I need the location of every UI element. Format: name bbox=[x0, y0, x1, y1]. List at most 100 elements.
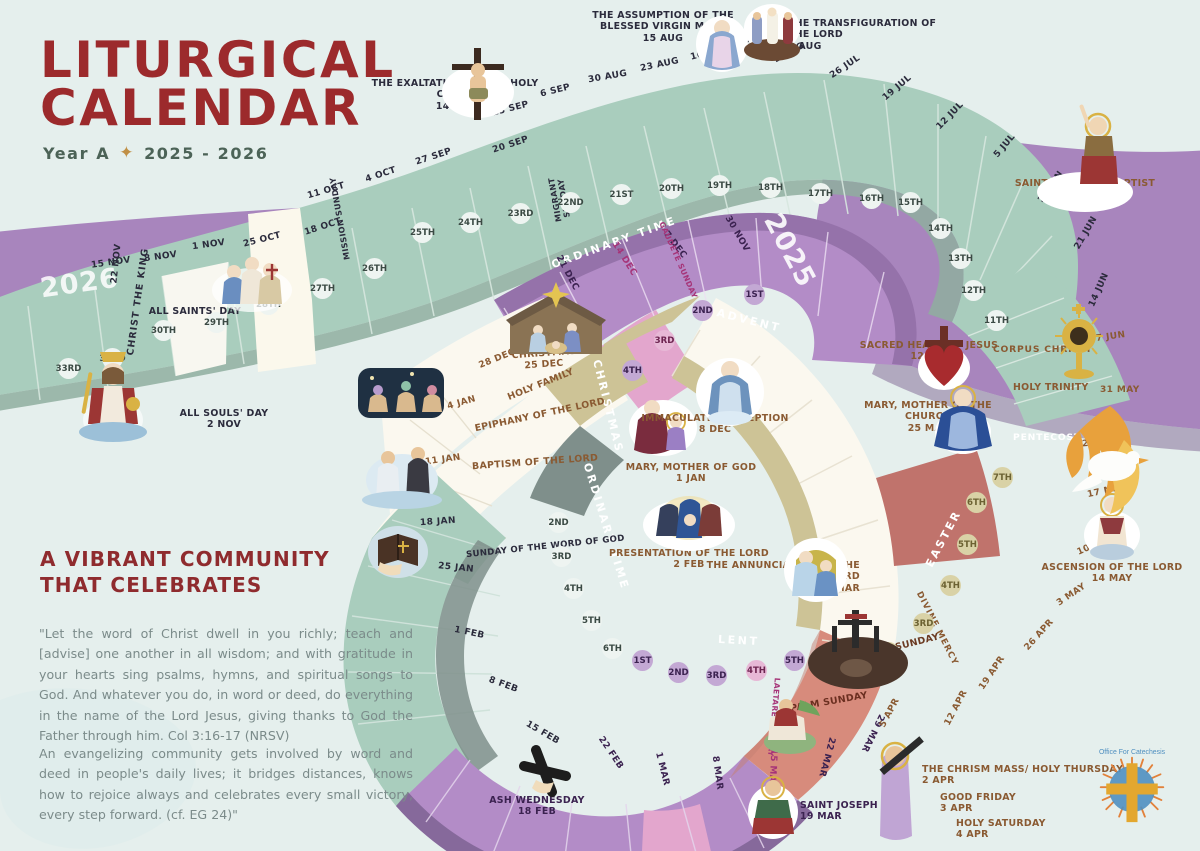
feast-transfiguration: THE TRANSFIGURATION OF THE LORD 6 AUG bbox=[788, 18, 958, 52]
feast-annunciation-date: 25 MAR bbox=[818, 582, 860, 594]
ot-week-15th: 15TH bbox=[898, 192, 923, 213]
star-icon: ✦ bbox=[119, 143, 136, 163]
feast-exaltation-holy-cross: THE EXALTATION OF THE HOLY CROSS 14 SEP bbox=[370, 78, 540, 112]
year-cycle-label: Year A bbox=[43, 144, 111, 163]
feast-joseph-date: 19 MAR bbox=[800, 811, 842, 823]
ot-week-33rd: 33RD bbox=[56, 358, 81, 379]
ot-week-16th: 16TH bbox=[859, 188, 884, 209]
ot-week-17th: 17TH bbox=[808, 183, 833, 204]
feast-chrism-name: THE CHRISM MASS/ HOLY THURSDAY bbox=[922, 764, 1124, 775]
feast-all-saints: ALL SAINTS' DAY bbox=[140, 306, 250, 317]
advent-week-4th: 4TH bbox=[622, 360, 643, 381]
feast-chrism-date: 2 APR bbox=[922, 775, 955, 787]
blurb-paragraph-2: An evangelizing community gets involved … bbox=[39, 746, 413, 823]
ot-week-19th: 19TH bbox=[707, 175, 732, 196]
laetare-sunday-wedge bbox=[642, 804, 711, 851]
feast-saint-john-baptist: SAINT JOHN THE BAPTIST 24 JUN bbox=[1000, 178, 1170, 201]
feast-exaltation-name: THE EXALTATION OF THE HOLY CROSS bbox=[371, 78, 539, 101]
feast-immaculate-conception: IMMACULATE CONCEPTION 8 DEC bbox=[620, 413, 810, 436]
feast-mary-church-date: 25 MAY bbox=[907, 422, 949, 434]
christmas-entry: CHRISTMAS 25 DEC bbox=[459, 346, 629, 372]
blurb-heading: A VIBRANT COMMUNITY THAT CELEBRATES bbox=[40, 547, 440, 598]
advent-week-2nd: 2ND bbox=[692, 300, 713, 321]
feast-john-baptist-date: 24 JUN bbox=[1066, 189, 1104, 201]
title-line-1: LITURGICAL bbox=[40, 31, 396, 89]
ot-week-12th: 12TH bbox=[961, 280, 986, 301]
easter-week-3rd: 3RD bbox=[913, 613, 934, 634]
feast-holy-saturday-date: 4 APR bbox=[956, 829, 989, 841]
feast-presentation-name: PRESENTATION OF THE LORD bbox=[608, 548, 769, 559]
ot-week-32nd: 32ND bbox=[99, 348, 126, 369]
feast-holy-saturday: HOLY SATURDAY 4 APR bbox=[956, 818, 1046, 841]
feast-good-friday: GOOD FRIDAY 3 APR bbox=[940, 792, 1016, 815]
feast-presentation: PRESENTATION OF THE LORD 2 FEB bbox=[604, 548, 774, 571]
feast-presentation-date: 2 FEB bbox=[673, 559, 705, 571]
ot26-week-6th: 6TH bbox=[602, 638, 623, 659]
lent-week-1st: 1ST bbox=[632, 650, 653, 671]
ot-week-21st: 21ST bbox=[610, 184, 634, 205]
feast-ash-wednesday-name: ASH WEDNESDAY bbox=[489, 795, 585, 806]
ot-week-14th: 14TH bbox=[928, 218, 953, 239]
feast-mary-mother-church: MARY, MOTHER OF THE CHURCH 25 MAY bbox=[843, 400, 1013, 434]
logo-text: Office For Catechesis bbox=[1099, 749, 1166, 756]
feast-immaculate-date: 8 DEC bbox=[698, 424, 732, 436]
feast-chrism-mass: THE CHRISM MASS/ HOLY THURSDAY 2 APR bbox=[922, 764, 1123, 787]
feast-all-souls-date: 2 NOV bbox=[206, 419, 242, 431]
ot-week-25th: 25TH bbox=[410, 222, 435, 243]
feast-saint-joseph: SAINT JOSEPH 19 MAR bbox=[800, 800, 878, 823]
ordinary-time-lower-band bbox=[343, 474, 506, 806]
ot-week-20th: 20TH bbox=[659, 178, 684, 199]
feast-sacred-heart-name: SACRED HEART OF JESUS bbox=[859, 340, 999, 351]
feast-transfiguration-name: THE TRANSFIGURATION OF THE LORD bbox=[788, 18, 937, 41]
ot-week-28th: 28TH bbox=[256, 294, 281, 315]
feast-all-souls-name: ALL SOULS' DAY bbox=[179, 408, 269, 419]
blurb-paragraph-1: "Let the word of Christ dwell in you ric… bbox=[39, 626, 413, 743]
feast-assumption-name: THE ASSUMPTION OF THE BLESSED VIRGIN MAR… bbox=[592, 10, 734, 33]
page-title: LITURGICAL CALENDAR bbox=[40, 35, 460, 137]
feast-sacred-heart: SACRED HEART OF JESUS 12 JUN bbox=[844, 340, 1014, 363]
feast-john-baptist-name: SAINT JOHN THE BAPTIST bbox=[1014, 178, 1156, 189]
feast-exaltation-date: 14 SEP bbox=[435, 100, 475, 112]
office-for-catechesis-logo: Office For Catechesis bbox=[1099, 749, 1166, 823]
ot26-week-2nd: 2ND bbox=[548, 512, 569, 533]
feast-ash-wednesday: ASH WEDNESDAY 18 FEB bbox=[452, 795, 622, 818]
lent-week-5th: 5TH bbox=[784, 650, 805, 671]
lent-week-4th: 4TH bbox=[746, 660, 767, 681]
ot-week-26th: 26TH bbox=[362, 258, 387, 279]
feast-good-friday-date: 3 APR bbox=[940, 803, 973, 815]
ot-week-11th: 11TH bbox=[984, 310, 1009, 331]
ot-week-22nd: 22ND bbox=[557, 192, 584, 213]
easter-week-6th: 6TH bbox=[966, 492, 987, 513]
feast-transfiguration-date: 6 AUG bbox=[788, 40, 822, 52]
ot-week-27th: 27TH bbox=[310, 278, 335, 299]
feast-all-souls: ALL SOULS' DAY 2 NOV bbox=[159, 408, 289, 431]
ot-week-23rd: 23RD bbox=[508, 203, 533, 224]
easter-week-4th: 4TH bbox=[940, 575, 961, 596]
feast-assumption-bvm: THE ASSUMPTION OF THE BLESSED VIRGIN MAR… bbox=[578, 10, 748, 44]
feast-mary-god-date: 1 JAN bbox=[676, 473, 706, 485]
feast-joseph-name: SAINT JOSEPH bbox=[800, 800, 878, 811]
feast-mary-mother-god: MARY, MOTHER OF GOD 1 JAN bbox=[606, 462, 776, 485]
easter-week-7th: 7TH bbox=[992, 467, 1013, 488]
feast-assumption-date: 15 AUG bbox=[642, 32, 684, 44]
inner-season-ring bbox=[530, 296, 700, 516]
feast-ash-wednesday-date: 18 FEB bbox=[517, 806, 557, 818]
ot-week-29th: 29TH bbox=[204, 312, 229, 333]
feast-mary-god-name: MARY, MOTHER OF GOD bbox=[625, 462, 757, 473]
advent-week-1st: 1ST bbox=[744, 284, 765, 305]
advent-week-3rd: 3RD bbox=[654, 330, 675, 351]
feast-ascension-date: 14 MAY bbox=[1091, 573, 1133, 585]
feast-good-friday-name: GOOD FRIDAY bbox=[940, 792, 1017, 803]
feast-ascension-name: ASCENSION OF THE LORD bbox=[1041, 562, 1183, 573]
blurb-heading-line-2: THAT CELEBRATES bbox=[40, 572, 263, 597]
year-cycle-subtitle: Year A ✦ 2025 - 2026 bbox=[43, 144, 269, 163]
ot-week-13th: 13TH bbox=[948, 248, 973, 269]
lent-week-2nd: 2ND bbox=[668, 662, 689, 683]
blurb-heading-line-1: A VIBRANT COMMUNITY bbox=[40, 547, 330, 571]
lent-week-3rd: 3RD bbox=[706, 665, 727, 686]
ot-week-18th: 18TH bbox=[758, 177, 783, 198]
ot26-week-3rd: 3RD bbox=[551, 546, 572, 567]
title-line-2: CALENDAR bbox=[40, 79, 362, 137]
easter-week-2nd: 2ND bbox=[878, 642, 899, 663]
